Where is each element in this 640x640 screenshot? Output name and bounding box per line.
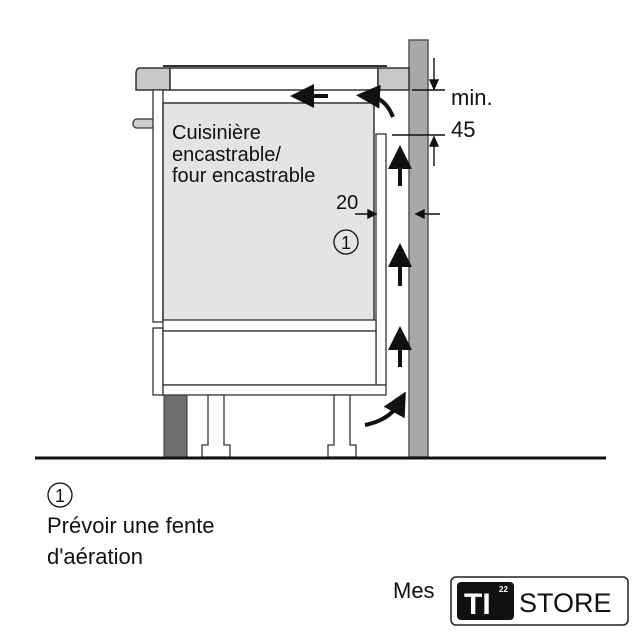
callout-number: 1 [341, 233, 351, 253]
cabinet-base [162, 384, 387, 396]
plinth [163, 394, 188, 458]
min-label: min. [451, 85, 493, 110]
callout-circle [333, 229, 359, 255]
drawer [162, 330, 377, 386]
gap-value: 20 [336, 192, 358, 214]
appliance-label-line2: encastrable/ [172, 144, 281, 166]
foot-right [327, 394, 357, 458]
dimension-lines [355, 58, 445, 220]
worktop [135, 65, 410, 91]
handle [132, 118, 156, 129]
cabinet-back-panel [375, 133, 387, 386]
drawer-top [162, 319, 377, 332]
legend-line2: d'aération [47, 544, 143, 569]
svg-text:STORE: STORE [519, 588, 612, 618]
svg-text:22: 22 [499, 585, 508, 594]
appliance-label-line3: four encastrable [172, 165, 315, 187]
legend-line1: Prévoir une fente [47, 513, 215, 538]
legend-number: 1 [55, 486, 65, 506]
appliance-label-line1: Cuisinière [172, 122, 261, 144]
drawer-front [152, 327, 164, 396]
cabinet-side-panel [152, 89, 164, 323]
legend-circle [47, 482, 73, 508]
wall [408, 39, 429, 458]
airflow-arrows [290, 84, 412, 427]
tistore-logo: TI 22 STORE [450, 576, 629, 626]
partial-text: Mes [393, 578, 435, 603]
foot-left [201, 394, 231, 458]
min-value: 45 [451, 117, 475, 142]
svg-text:TI: TI [464, 588, 491, 621]
